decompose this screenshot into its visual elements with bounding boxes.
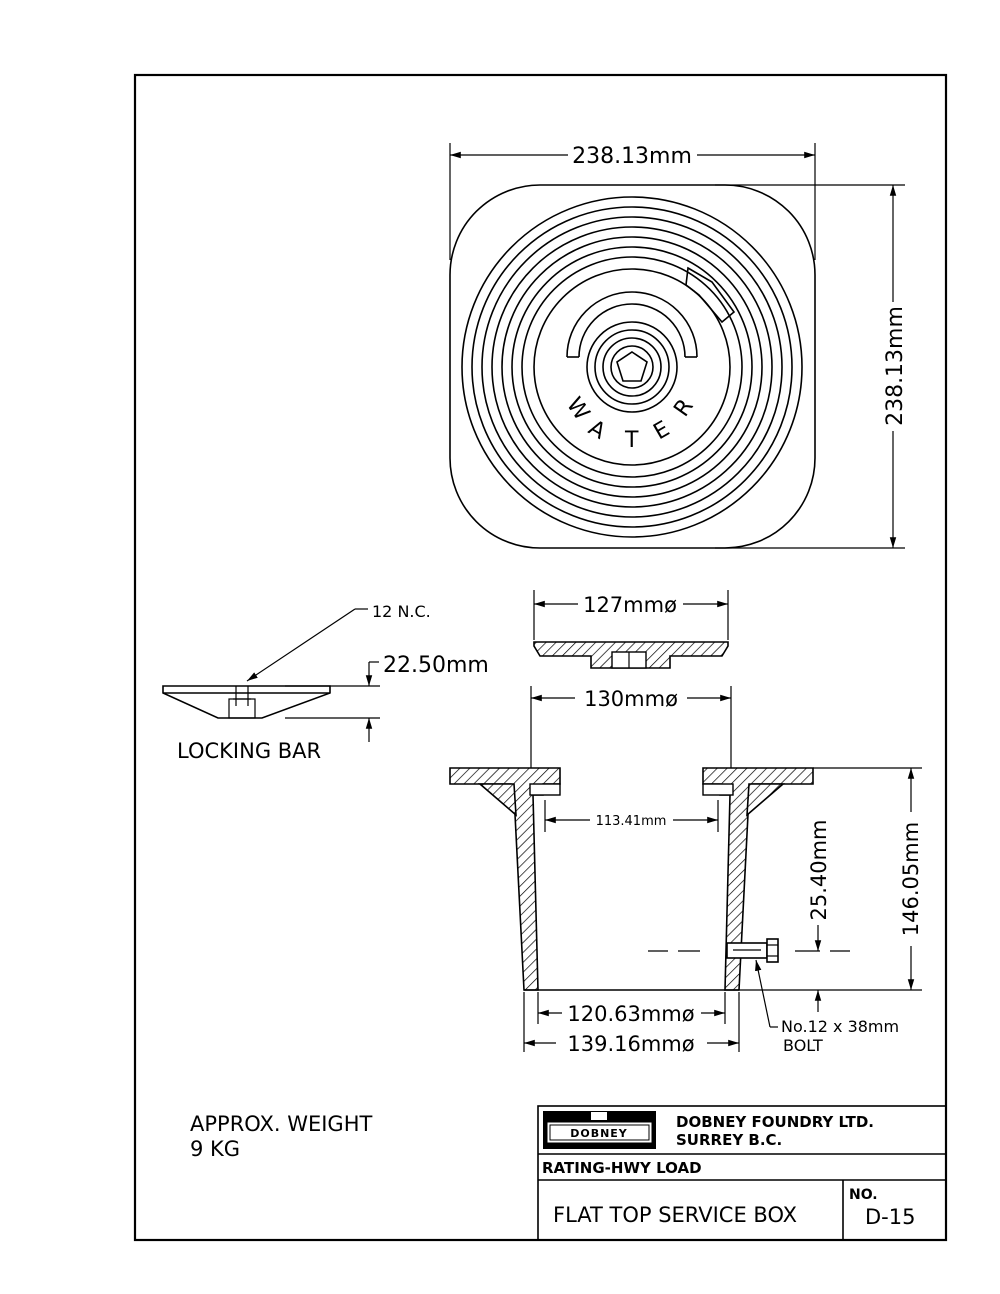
weight-line2: 9 KG [190,1137,240,1161]
lid-letter-a: A [584,416,610,445]
locking-bar-title: LOCKING BAR [177,739,321,763]
bolt-label-line1: No.12 x 38mm [781,1017,899,1036]
box-inner-dim: 113.41mm [596,814,667,829]
lid-diameter-dim: 127mmø [583,593,677,617]
plan-view: 238.13mm 238.13mm W A T E R [449,143,908,549]
bolt-head [766,938,779,963]
number-label: NO. [849,1187,878,1203]
plan-height-dim: 238.13mm [883,306,908,426]
title-block: DOBNEY DOBNEY FOUNDRY LTD. SURREY B.C. R… [537,1105,947,1241]
sheet-border [133,73,948,1242]
weight-note: APPROX. WEIGHT 9 KG [190,1112,372,1161]
box-height-dim: 146.05mm [899,822,923,936]
bottom-outer-dim: 139.16mmø [567,1032,694,1056]
drawing-title: FLAT TOP SERVICE BOX [553,1203,797,1227]
company-line2: SURREY B.C. [676,1131,782,1149]
logo-text: DOBNEY [570,1127,628,1140]
bolt-offset-dim: 25.40mm [807,819,831,920]
plan-outline [449,184,816,549]
pentagon-nut-icon [616,351,648,382]
lid-letter-r: R [669,395,698,422]
company-line1: DOBNEY FOUNDRY LTD. [676,1113,874,1131]
box-section: 130mmø 113.41mm 25.40mm 146.05mm [449,686,923,1056]
bolt-label-line2: BOLT [783,1036,823,1055]
locking-bar: 12 N.C. 22.50mm LOCKING BAR [162,602,489,763]
thread-label: 12 N.C. [372,602,431,621]
lid-letter-e: E [650,417,675,446]
locking-bar-height-dim: 22.50mm [383,653,489,678]
weight-line1: APPROX. WEIGHT [190,1112,372,1136]
lid-tab [685,266,736,324]
bottom-inner-dim: 120.63mmø [567,1002,694,1026]
box-top-diameter-dim: 130mmø [584,687,678,711]
lid-letter-t: T [624,428,639,453]
rating-text: RATING-HWY LOAD [542,1159,702,1177]
lid-section: 127mmø [533,590,729,669]
plan-width-dim: 238.13mm [572,144,692,169]
number-value: D-15 [865,1205,915,1229]
lid-letter-w: W [561,393,594,425]
